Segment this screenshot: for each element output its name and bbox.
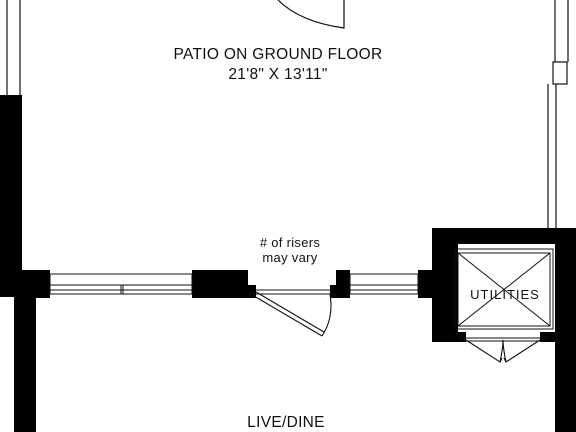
left-exterior-wall [0,95,22,297]
upper-door-swing [277,0,345,29]
patio-wall-left-segment [22,270,50,298]
utilities-wall-bottom-left [432,332,466,342]
patio-wall-stair-post-left [248,285,256,298]
patio-wall-right-segment [418,270,432,298]
utilities-wall-bottom-right [540,332,576,342]
risers-note-line-1: # of risers [259,235,321,250]
patio-name-label: PATIO ON GROUND FLOOR [173,46,383,63]
utilities-wall-right [555,228,576,432]
left-lower-wall [14,270,36,432]
risers-note-line-2: may vary [262,250,318,265]
utilities-wall-left [432,228,458,342]
patio-wall-right-pier [336,270,350,298]
utilities-label: UTILITIES [470,287,540,302]
sliding-window-left [49,273,193,295]
live-dine-room-label: LIVE/DINE [247,414,325,431]
stair-door [249,289,336,337]
patio-wall-center-pier [192,270,248,298]
utilities-closet [454,248,554,341]
patio-railings [6,0,569,228]
utilities-wall-top [432,228,576,244]
patio-wall-stair-post-right [330,285,338,298]
patio-dimensions-label: 21'8" X 13'11" [228,66,328,83]
walls [0,95,576,432]
utilities-double-doors [465,337,541,363]
sliding-window-right [349,273,419,295]
